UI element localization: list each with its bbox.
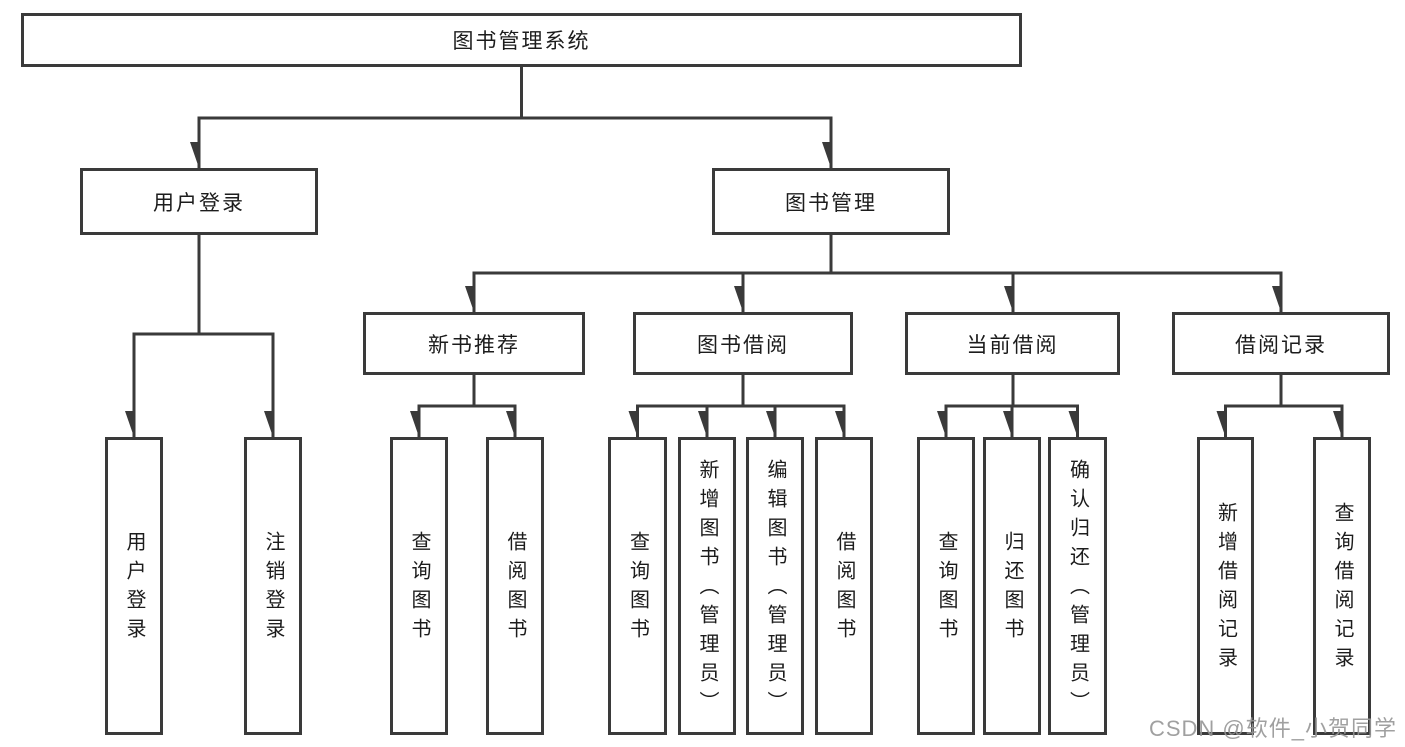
- node-edit-books-admin: 编辑图书（管理员）: [746, 437, 804, 735]
- connector-group: [134, 65, 1344, 439]
- node-confirm-return-admin: 确认归还（管理员）: [1048, 437, 1107, 735]
- node-book-management: 图书管理: [712, 168, 950, 235]
- node-borrowing-records: 借阅记录: [1172, 312, 1390, 375]
- node-add-borrow-record: 新增借阅记录: [1197, 437, 1254, 735]
- node-current-borrowing: 当前借阅: [905, 312, 1120, 375]
- node-search-books-current: 查询图书: [917, 437, 975, 735]
- node-book-borrowing: 图书借阅: [633, 312, 853, 375]
- node-user-login: 用户登录: [80, 168, 318, 235]
- node-logout-leaf: 注销登录: [244, 437, 302, 735]
- node-add-books-admin: 新增图书（管理员）: [678, 437, 736, 735]
- node-search-borrow-record: 查询借阅记录: [1313, 437, 1371, 735]
- node-search-books-recommend: 查询图书: [390, 437, 448, 735]
- node-user-login-leaf: 用户登录: [105, 437, 163, 735]
- watermark: CSDN @软件_小贺同学: [1148, 716, 1397, 741]
- node-search-books-borrow: 查询图书: [608, 437, 667, 735]
- node-return-books: 归还图书: [983, 437, 1041, 735]
- node-borrow-books-recommend: 借阅图书: [486, 437, 544, 735]
- node-new-book-recommendation: 新书推荐: [363, 312, 585, 375]
- node-borrow-books-leaf: 借阅图书: [815, 437, 873, 735]
- node-library-management-system: 图书管理系统: [21, 13, 1022, 67]
